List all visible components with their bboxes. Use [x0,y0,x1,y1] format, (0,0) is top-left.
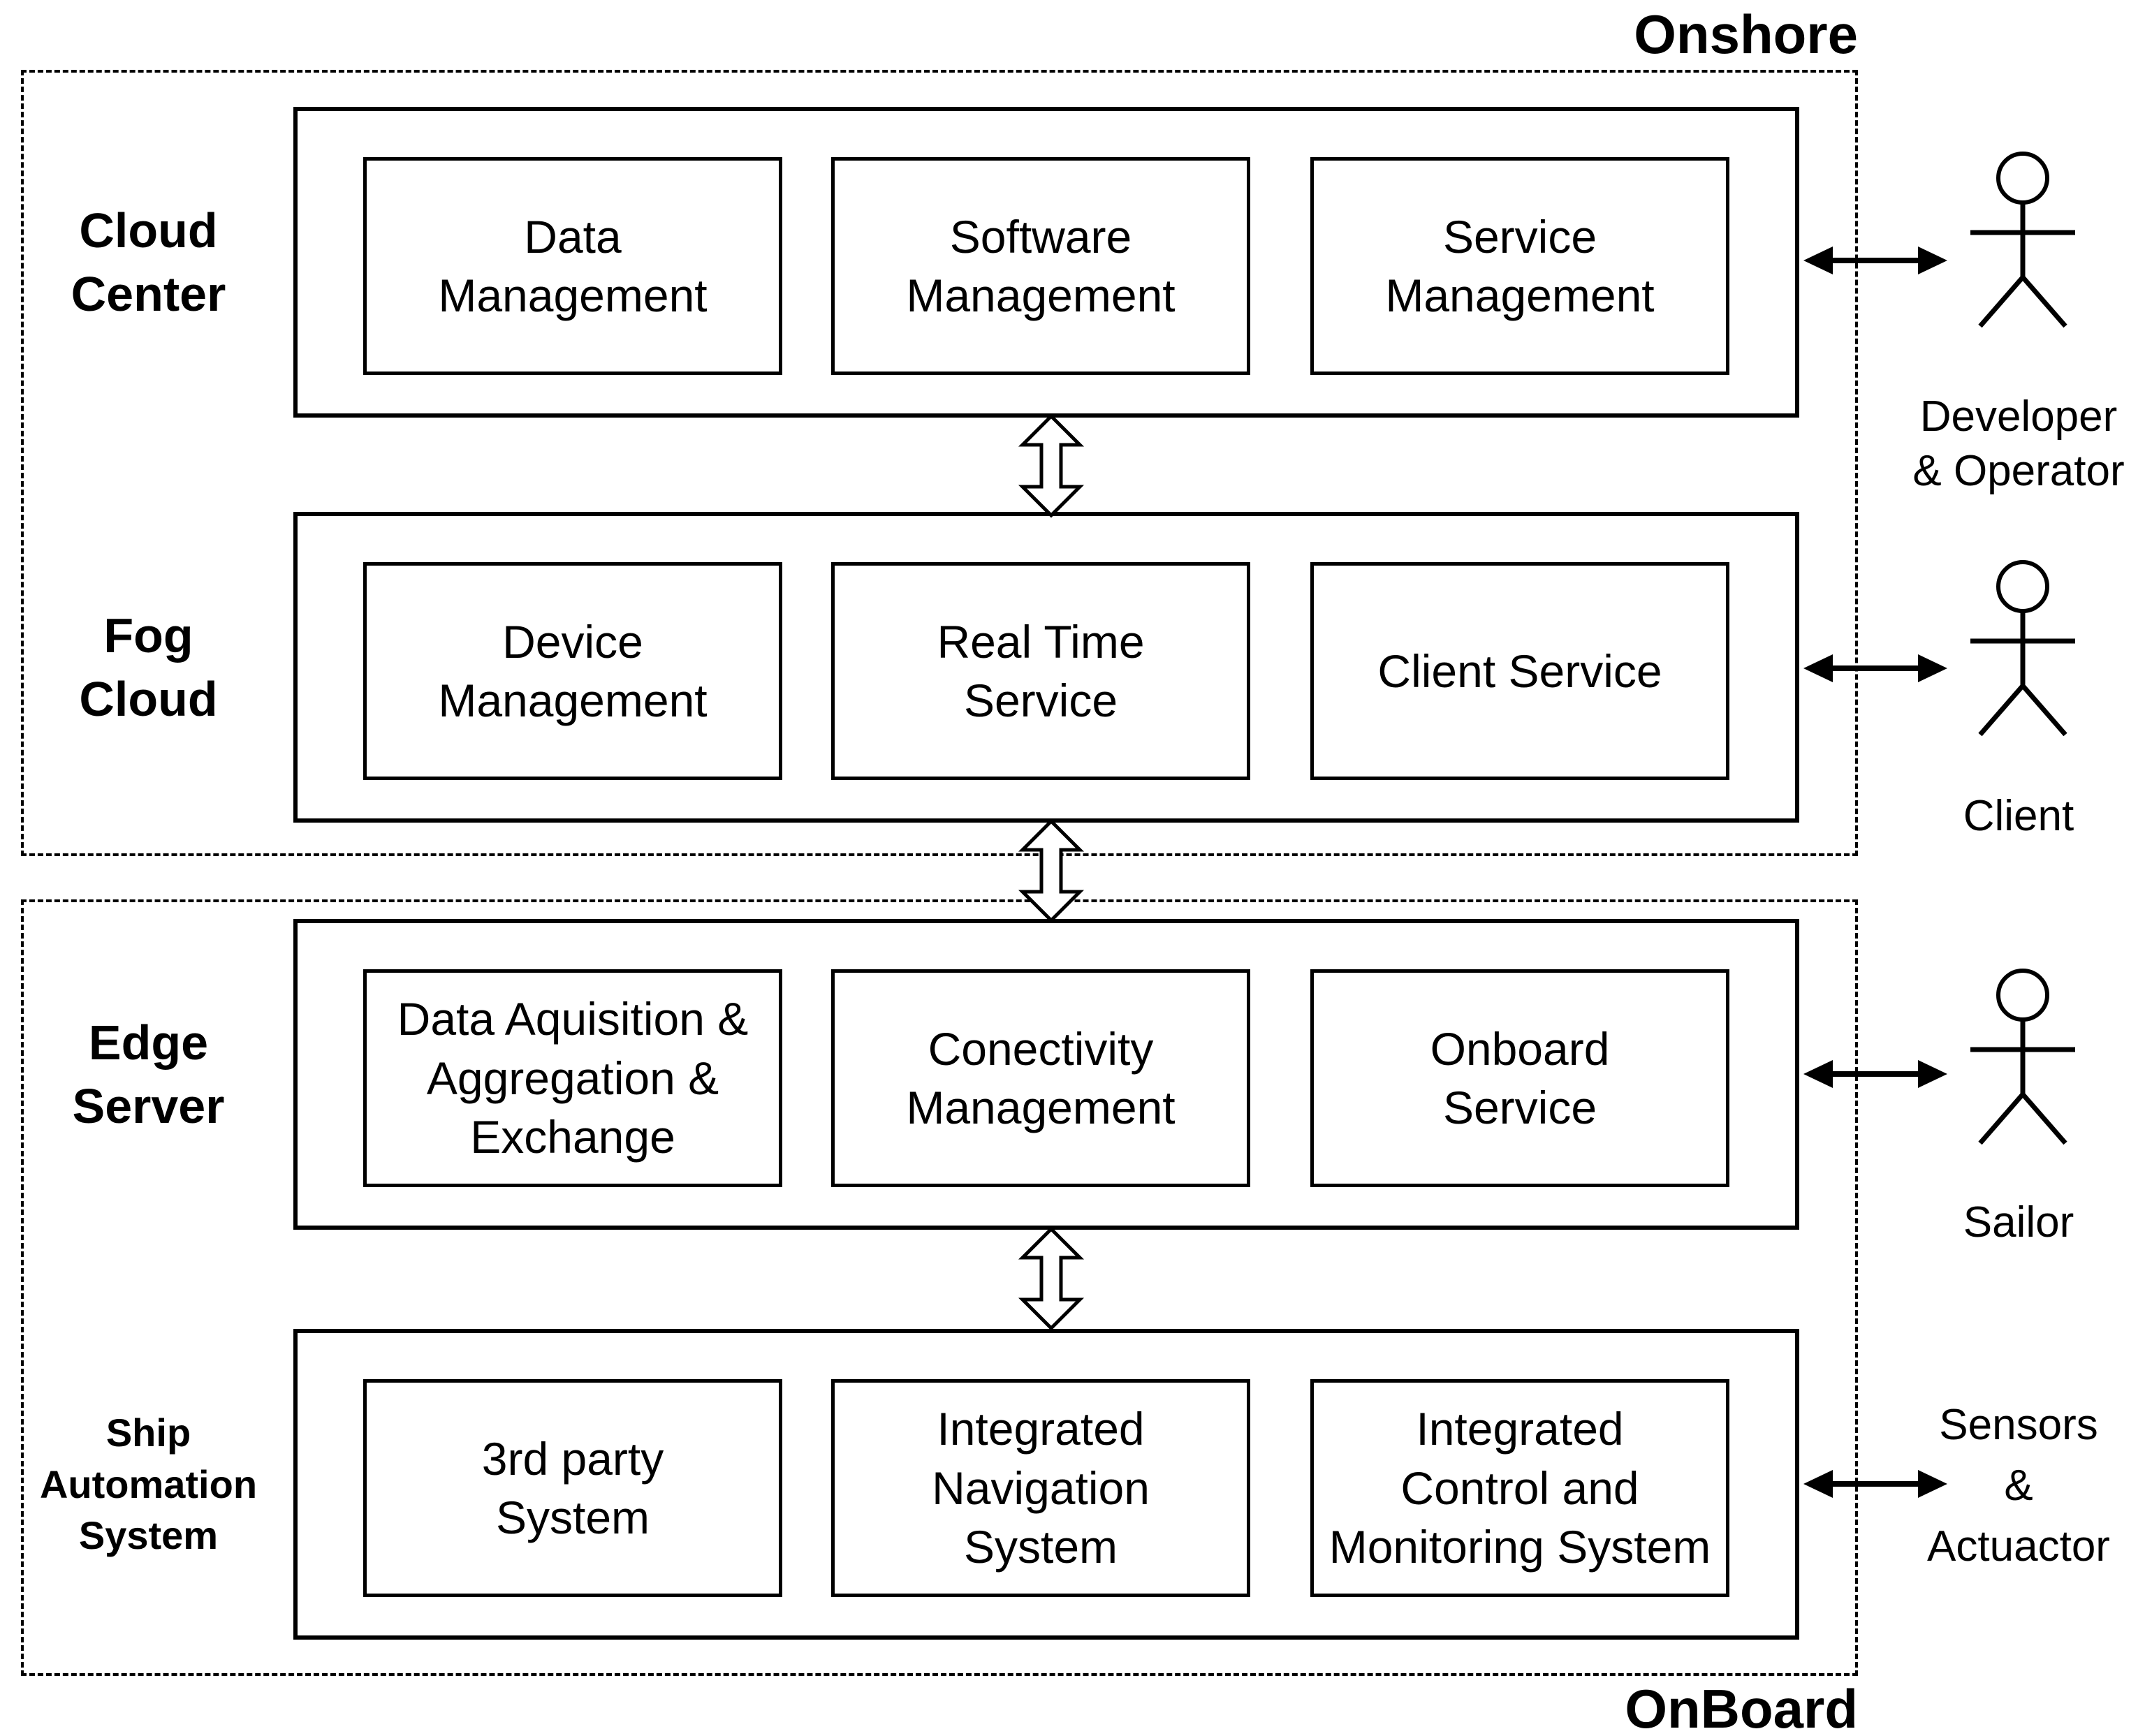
module-label-line: Management [906,1082,1176,1133]
module-device-management: Device Management [363,562,782,780]
layer-fog-cloud: Device Management Real Time Service Clie… [293,512,1799,823]
actor-label-line: Actuactor [1927,1522,2110,1571]
module-label-line: Management [906,270,1176,321]
module-real-time-service: Real Time Service [831,562,1250,780]
layer-label-line: Edge [88,1015,209,1070]
layer-ship-automation-system: 3rd party System Integrated Navigation S… [293,1329,1799,1640]
developer-operator-stick-figure-icon [1970,152,2075,328]
layer-label-line: Fog [103,608,193,663]
layer-label-line: Cloud [79,203,218,258]
module-label-line: Onboard [1430,1022,1610,1075]
module-onboard-service: Onboard Service [1310,969,1729,1187]
client-stick-figure-icon [1970,560,2075,737]
module-label-line: Service [1442,210,1597,263]
layer-edge-server: Data Aquisition & Aggregation & Exchange… [293,919,1799,1230]
horizontal-double-arrow-icon [1803,654,1947,682]
layer-label-line: Cloud [79,671,218,726]
module-3rd-party-system: 3rd party System [363,1379,782,1597]
horizontal-double-arrow-icon [1803,1060,1947,1088]
layer-cloud-center: Data Management Software Management Serv… [293,107,1799,418]
actor-label-client: Client [1879,789,2145,844]
layer-label-line: Server [72,1078,225,1133]
onboard-region-label: OnBoard [1625,1678,1858,1736]
onboard-region-box [21,899,1858,1676]
module-software-management: Software Management [831,157,1250,375]
module-label-line: Service [963,675,1118,726]
module-label-line: Real Time [937,615,1145,668]
module-conectivity-management: Conectivity Management [831,969,1250,1187]
module-label-line: Management [438,675,708,726]
horizontal-double-arrow-icon [1803,247,1947,274]
module-label-line: System [495,1492,650,1543]
onshore-region-label: Onshore [1634,3,1858,65]
actor-label-sensors-actuator: Sensors & Actuactor [1879,1395,2145,1577]
module-label-line: Monitoring System [1328,1521,1711,1573]
module-label-line: Data [524,210,622,263]
module-label-line: Management [438,270,708,321]
actor-label-line: Developer [1919,392,2118,441]
actor-label-line: & [2004,1461,2033,1510]
actor-label-line: Sensors [1939,1401,2098,1449]
module-integrated-navigation-system: Integrated Navigation System [831,1379,1250,1597]
module-label-line: Device [502,615,643,668]
layer-label-line: Automation [39,1462,258,1506]
module-label-line: Navigation [932,1462,1150,1514]
module-label-line: System [963,1521,1118,1573]
actor-label-line: & Operator [1912,446,2125,495]
layer-label-line: Ship [105,1410,191,1455]
vertical-double-arrow-icon [1018,1226,1085,1331]
module-label-line: Service [1442,1082,1597,1133]
module-label-line: Integrated [937,1403,1145,1455]
layer-label-line: System [78,1513,219,1558]
module-service-management: Service Management [1310,157,1729,375]
module-label-line: Aggregation & [426,1052,719,1104]
module-label-line: Conectivity [928,1022,1154,1075]
module-label-line: Data Aquisition & [397,993,749,1045]
module-label-line: Exchange [470,1111,675,1163]
onshore-region-box [21,70,1858,856]
module-label-line: 3rd party [481,1432,664,1485]
layer-label-fog-cloud: Fog Cloud [14,512,283,823]
module-label-line: Integrated [1416,1403,1624,1455]
module-label-line: Control and [1400,1462,1639,1514]
sailor-stick-figure-icon [1970,969,2075,1145]
actor-label-sailor: Sailor [1879,1196,2145,1250]
layer-label-ship-automation-system: Ship Automation System [14,1329,283,1640]
actor-label-line: Client [1963,792,2074,840]
module-integrated-control-monitoring-system: Integrated Control and Monitoring System [1310,1379,1729,1597]
module-data-management: Data Management [363,157,782,375]
horizontal-double-arrow-icon [1803,1470,1947,1498]
actor-label-line: Sailor [1963,1198,2074,1246]
module-client-service: Client Service [1310,562,1729,780]
actor-label-developer-operator: Developer & Operator [1879,390,2145,498]
module-data-aquisition-aggregation-exchange: Data Aquisition & Aggregation & Exchange [363,969,782,1187]
layer-label-cloud-center: Cloud Center [14,107,283,418]
module-label-line: Client Service [1377,645,1662,697]
vertical-double-arrow-icon [1018,413,1085,518]
module-label-line: Management [1385,270,1655,321]
vertical-double-arrow-icon [1018,818,1085,923]
layer-label-edge-server: Edge Server [14,919,283,1230]
layer-label-line: Center [71,266,226,321]
module-label-line: Software [949,210,1132,263]
